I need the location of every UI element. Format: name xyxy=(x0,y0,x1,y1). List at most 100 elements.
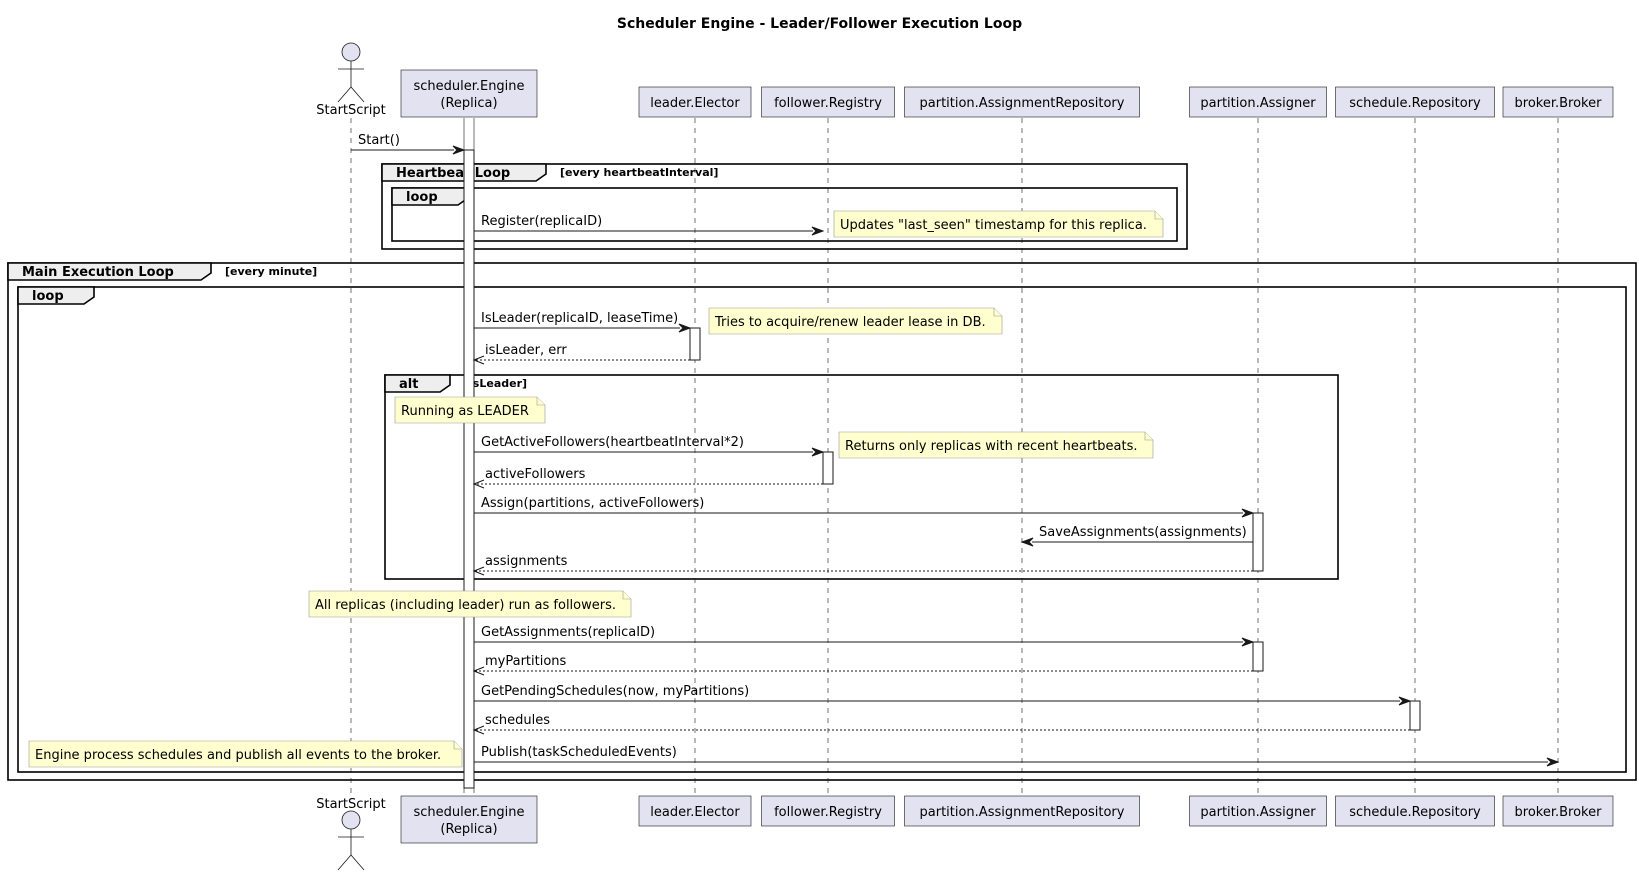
participants-layer: StartScriptStartScriptscheduler.Engine(R… xyxy=(316,42,1614,871)
note-publish: Engine process schedules and publish all… xyxy=(28,740,463,768)
activation-assigner xyxy=(1252,641,1264,672)
message-label: myPartitions xyxy=(485,654,567,669)
arrowhead xyxy=(1241,637,1255,647)
frame-tab xyxy=(7,262,212,281)
participant-box xyxy=(1502,795,1614,827)
participant-box xyxy=(1189,795,1327,827)
participant-box xyxy=(904,795,1140,827)
participant-label: partition.AssignmentRepository xyxy=(920,96,1125,111)
participant-assigner-bottom: partition.Assigner xyxy=(1189,795,1327,827)
frame-heartbeat-inner-loop: loop xyxy=(391,187,1178,242)
frame-leader-alt: alt[isLeader] xyxy=(384,374,1339,580)
activation-engine xyxy=(463,149,475,789)
arrowhead xyxy=(1241,508,1255,518)
note-text: All replicas (including leader) run as f… xyxy=(315,598,616,613)
message-save: SaveAssignments(assignments) xyxy=(1020,525,1253,547)
arrowhead xyxy=(811,226,825,236)
participant-engine-bottom: scheduler.Engine(Replica) xyxy=(400,795,538,844)
participant-assigner-top: partition.Assigner xyxy=(1189,86,1327,118)
frame-border xyxy=(384,374,1339,580)
note-fold xyxy=(1154,211,1163,220)
participant-label: StartScript xyxy=(316,797,385,812)
participant-box xyxy=(400,795,538,844)
message-label: activeFollowers xyxy=(485,467,586,482)
arrowhead xyxy=(472,355,485,365)
participant-assignrepo-top: partition.AssignmentRepository xyxy=(904,86,1140,118)
participant-label: leader.Elector xyxy=(650,96,740,111)
message-assign-ret: assignments xyxy=(472,554,1253,576)
message-assign: Assign(partitions, activeFollowers) xyxy=(474,496,1255,518)
arrowhead xyxy=(472,566,485,576)
activation-schedrepo xyxy=(1409,700,1421,731)
message-isleader-ret: isLeader, err xyxy=(472,343,690,365)
participant-schedrepo-bottom: schedule.Repository xyxy=(1335,795,1495,827)
message-label: assignments xyxy=(485,554,568,569)
participant-box xyxy=(400,69,538,118)
note-body xyxy=(394,396,546,424)
message-label: Assign(partitions, activeFollowers) xyxy=(481,496,704,511)
activations-layer xyxy=(463,149,1421,789)
frame-border xyxy=(7,262,1637,781)
activation-elector xyxy=(689,327,701,361)
frame-border xyxy=(17,286,1627,773)
note-body xyxy=(308,590,632,618)
frame-name: loop xyxy=(32,289,64,304)
participant-box xyxy=(638,86,752,118)
note-followers: All replicas (including leader) run as f… xyxy=(308,590,632,618)
participant-startscript-bottom: StartScript xyxy=(316,797,386,871)
message-register: Register(replicaID) xyxy=(474,214,825,236)
arrowhead xyxy=(678,323,692,333)
frame-border xyxy=(391,187,1178,242)
message-label: isLeader, err xyxy=(485,343,567,358)
note-heartbeat: Updates "last_seen" timestamp for this r… xyxy=(833,210,1164,238)
participant-box xyxy=(1335,86,1495,118)
actor-head xyxy=(341,810,361,830)
message-getassign: GetAssignments(replicaID) xyxy=(474,625,1255,647)
frame-guard: [every heartbeatInterval] xyxy=(560,166,718,179)
participant-box xyxy=(1502,86,1614,118)
message-label: SaveAssignments(assignments) xyxy=(1039,525,1247,540)
participant-startscript-top: StartScript xyxy=(316,42,386,118)
frame-name: alt xyxy=(399,377,418,392)
note-body xyxy=(838,431,1154,459)
participant-label: scheduler.Engine xyxy=(413,805,524,820)
arrowhead xyxy=(1546,757,1560,767)
participant-broker-bottom: broker.Broker xyxy=(1502,795,1614,827)
message-label: GetPendingSchedules(now, myPartitions) xyxy=(481,684,749,699)
frame-main-inner-loop: loop xyxy=(17,286,1627,773)
actor-legs xyxy=(337,86,365,103)
arrowhead xyxy=(472,479,485,489)
note-text: Updates "last_seen" timestamp for this r… xyxy=(840,218,1147,233)
frame-name: Main Execution Loop xyxy=(22,265,174,280)
note-body xyxy=(833,210,1164,238)
arrowhead xyxy=(1398,696,1412,706)
participant-label: StartScript xyxy=(316,103,385,118)
arrowhead xyxy=(472,666,485,676)
frame-border xyxy=(381,163,1188,250)
participant-label: broker.Broker xyxy=(1515,805,1603,820)
participant-box xyxy=(761,86,895,118)
message-start: Start() xyxy=(351,133,466,155)
frame-tab xyxy=(391,187,469,206)
participant-box xyxy=(761,795,895,827)
arrowhead xyxy=(452,145,466,155)
message-getfollowers-ret: activeFollowers xyxy=(472,467,823,489)
participant-label: leader.Elector xyxy=(650,805,740,820)
note-body xyxy=(708,307,1003,335)
frame-main-loop: Main Execution Loop [every minute] xyxy=(7,262,1637,781)
note-text: Engine process schedules and publish all… xyxy=(35,748,441,763)
participant-label: partition.Assigner xyxy=(1200,96,1316,111)
message-label: IsLeader(replicaID, leaseTime) xyxy=(481,311,678,326)
message-getfollowers: GetActiveFollowers(heartbeatInterval*2) xyxy=(474,435,825,457)
note-leader: Running as LEADER xyxy=(394,396,546,424)
frame-tab xyxy=(17,286,95,305)
participant-label: partition.AssignmentRepository xyxy=(920,805,1125,820)
frame-name: loop xyxy=(406,190,438,205)
participant-box xyxy=(904,86,1140,118)
message-label: Publish(taskScheduledEvents) xyxy=(481,745,677,760)
frames-layer: Heartbeat Loop[every heartbeatInterval]l… xyxy=(7,163,1637,781)
frame-tab xyxy=(384,374,451,393)
frame-guard: [every minute] xyxy=(225,265,317,278)
participant-box xyxy=(1335,795,1495,827)
note-fold xyxy=(453,741,462,750)
